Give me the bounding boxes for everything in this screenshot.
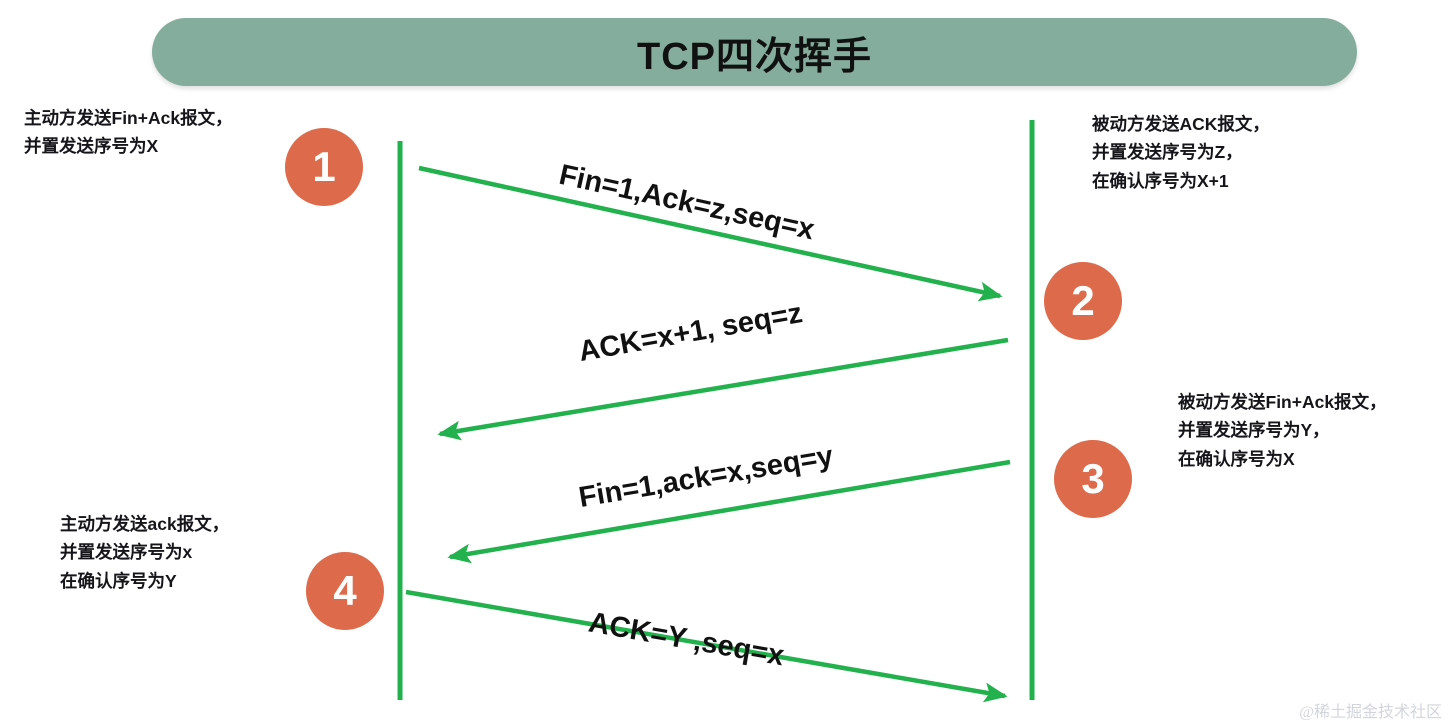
annotation-line: 主动方发送Fin+Ack报文， <box>24 108 233 128</box>
step-badge-3: 3 <box>1054 440 1132 518</box>
annotation-line: 并置发送序号为x <box>60 542 193 563</box>
message-arrow-2 <box>437 337 1009 441</box>
step-badge-1: 1 <box>285 128 363 206</box>
annotation-line: 在确认序号为X <box>1178 448 1295 469</box>
step-badge-4: 4 <box>306 552 384 630</box>
message-arrow-4 <box>405 589 1008 703</box>
message-arrow-1 <box>418 165 1003 302</box>
message-arrow-3 <box>447 459 1011 564</box>
annotation-step-2: 被动方发送ACK报文， 并置发送序号为Z， 在确认序号为X+1 <box>1092 110 1270 195</box>
title-banner: TCP四次挥手 <box>152 18 1357 86</box>
step-badge-2: 2 <box>1044 262 1122 340</box>
annotation-line: 在确认序号为X+1 <box>1092 170 1229 191</box>
watermark: @稀土掘金技术社区 <box>1299 704 1442 721</box>
annotation-line: 并置发送序号为Y， <box>1178 420 1330 441</box>
page-title: TCP四次挥手 <box>636 35 872 78</box>
annotation-step-4: 主动方发送ack报文， 并置发送序号为x 在确认序号为Y <box>60 510 229 595</box>
annotation-line: 被动方发送Fin+Ack报文， <box>1178 392 1387 412</box>
annotation-line: 并置发送序号为Z， <box>1092 142 1243 163</box>
annotation-step-1: 主动方发送Fin+Ack报文， 并置发送序号为X <box>24 104 233 161</box>
annotation-line: 并置发送序号为X <box>24 136 159 157</box>
annotation-line: 被动方发送ACK报文， <box>1092 114 1270 134</box>
annotation-step-3: 被动方发送Fin+Ack报文， 并置发送序号为Y， 在确认序号为X <box>1178 388 1387 473</box>
annotation-line: 主动方发送ack报文， <box>60 514 230 534</box>
annotation-line: 在确认序号为Y <box>60 570 177 591</box>
